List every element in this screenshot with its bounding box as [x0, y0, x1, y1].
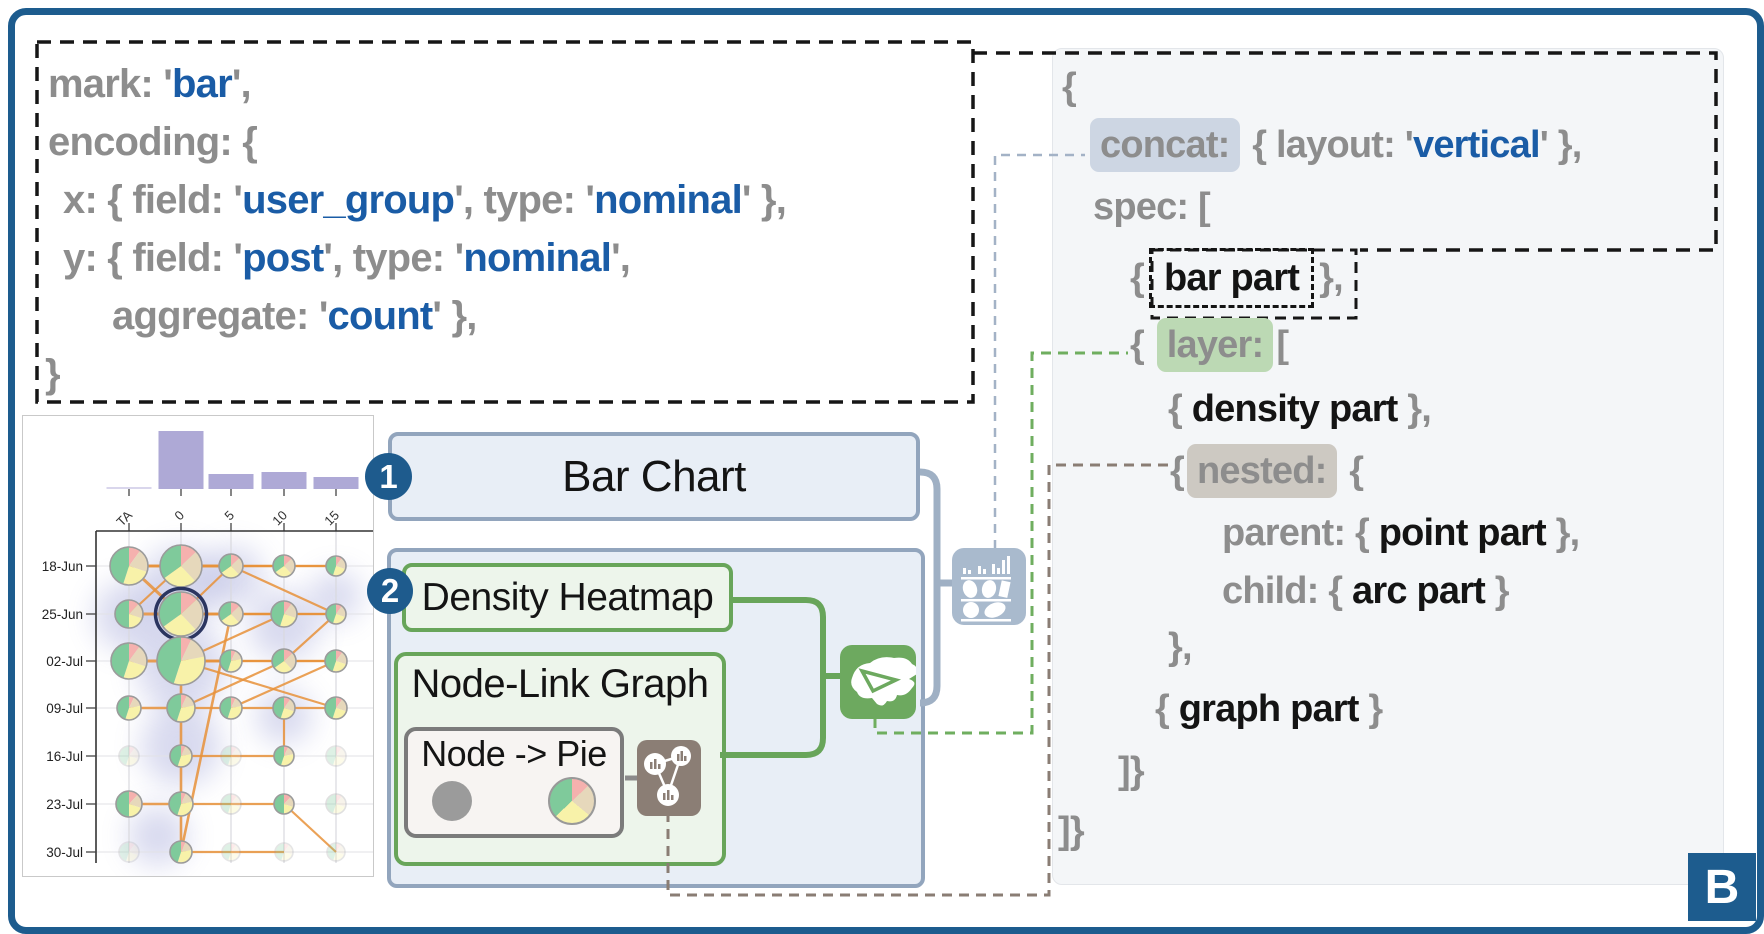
- code-line: ]}: [1118, 750, 1145, 792]
- svg-text:16-Jul: 16-Jul: [46, 749, 83, 764]
- code-line: spec: [: [1093, 186, 1211, 228]
- node-link-graph-label: Node-Link Graph: [411, 662, 709, 706]
- code-line: mark: 'bar',: [48, 62, 252, 106]
- bar-chart-label: Bar Chart: [562, 451, 746, 501]
- code-line: aggregate: 'count' },: [112, 294, 477, 338]
- code-line: },: [1168, 626, 1193, 668]
- spec-panel: [1052, 48, 1724, 885]
- code-line: {nested: {: [1170, 444, 1364, 498]
- pie-matrix-node-link-chart: TA 0 5 10 15 18-Jun 25-Jun 02-Jul 09-Jul 16-Jul 23…: [42, 431, 373, 866]
- bar-chart-box: Bar Chart: [388, 432, 920, 521]
- code-line: { graph part }: [1155, 688, 1383, 730]
- svg-text:10: 10: [269, 508, 290, 529]
- svg-text:02-Jul: 02-Jul: [46, 654, 83, 669]
- density-heatmap-box: Density Heatmap: [402, 563, 733, 632]
- code-line: x: { field: 'user_group', type: 'nominal…: [63, 178, 787, 222]
- step-1-badge: 1: [365, 453, 412, 500]
- stacked-charts-icon: [952, 548, 1026, 625]
- code-line: ]}: [1058, 810, 1085, 852]
- code-line: { density part },: [1168, 388, 1432, 430]
- code-line: }: [45, 352, 61, 396]
- svg-text:0: 0: [171, 508, 187, 524]
- gray-node-icon: [432, 781, 472, 821]
- step-2-badge: 2: [367, 568, 413, 614]
- node-to-pie-label: Node -> Pie: [421, 733, 607, 774]
- svg-text:18-Jun: 18-Jun: [42, 559, 83, 574]
- svg-text:23-Jul: 23-Jul: [46, 797, 83, 812]
- code-line: parent: { point part },: [1222, 512, 1580, 554]
- node-link-barchart-icon: [637, 740, 701, 816]
- code-line: y: { field: 'post', type: 'nominal',: [63, 236, 631, 280]
- code-line: {bar part},: [1130, 248, 1344, 308]
- svg-text:30-Jul: 30-Jul: [46, 845, 83, 860]
- code-line: encoding: {: [48, 120, 258, 164]
- pie-node-icon: [548, 777, 596, 825]
- svg-text:TA: TA: [113, 507, 135, 529]
- code-line: child: { arc part }: [1222, 570, 1510, 612]
- svg-text:5: 5: [221, 508, 237, 524]
- svg-text:15: 15: [321, 508, 342, 529]
- density-heatmap-label: Density Heatmap: [421, 575, 714, 619]
- node-to-pie-box: Node -> Pie: [404, 727, 624, 838]
- svg-text:09-Jul: 09-Jul: [46, 701, 83, 716]
- example-visualization-pane: TA 0 5 10 15 18-Jun 25-Jun 02-Jul 09-Jul 16-Jul 23…: [22, 415, 374, 877]
- code-line: concat: { layout: 'vertical' },: [1087, 118, 1582, 172]
- figure-label-badge: B: [1688, 853, 1756, 921]
- code-line: { layer: [: [1130, 318, 1289, 372]
- code-line: {: [1062, 66, 1077, 108]
- map-geoshape-icon: [840, 645, 916, 719]
- svg-text:25-Jun: 25-Jun: [42, 607, 83, 622]
